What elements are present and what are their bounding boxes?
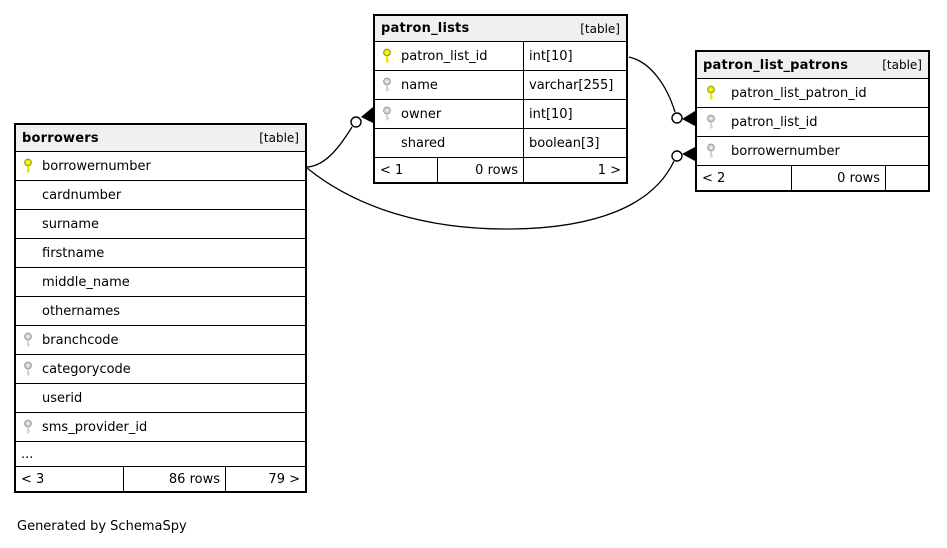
table-row: middle_name bbox=[16, 268, 305, 297]
pager-prev[interactable]: < 1 bbox=[380, 162, 404, 178]
primary-key-icon bbox=[381, 48, 393, 64]
table-row: userid bbox=[16, 384, 305, 413]
table-row: borrowernumber bbox=[697, 137, 928, 166]
index-key-icon bbox=[22, 361, 34, 377]
primary-key-icon bbox=[22, 158, 34, 174]
generated-by-note: Generated by SchemaSpy bbox=[17, 519, 187, 534]
index-key-icon bbox=[381, 106, 393, 122]
relationship-edge-patron-lists-patron-list-patrons bbox=[628, 56, 695, 126]
pager-next[interactable]: 1 > bbox=[523, 158, 626, 182]
column-name: othernames bbox=[42, 303, 121, 319]
column-type: int[10] bbox=[523, 100, 626, 128]
columns-ellipsis: ... bbox=[16, 442, 305, 467]
table-header: patron_lists [table] bbox=[375, 16, 626, 42]
column-name: sms_provider_id bbox=[42, 419, 148, 435]
table-footer: < 1 0 rows 1 > bbox=[375, 158, 626, 182]
pager-prev[interactable]: < 3 bbox=[21, 471, 45, 487]
table-row: borrowernumber bbox=[16, 152, 305, 181]
primary-key-icon bbox=[705, 85, 717, 101]
table-row: patron_list_id int[10] bbox=[375, 42, 626, 71]
column-type: int[10] bbox=[523, 42, 626, 70]
row-count: 86 rows bbox=[123, 467, 225, 491]
column-name: branchcode bbox=[42, 332, 119, 348]
table-row: cardnumber bbox=[16, 181, 305, 210]
table-row: surname bbox=[16, 210, 305, 239]
table-node-borrowers[interactable]: borrowers [table] borrowernumber cardnum… bbox=[14, 123, 307, 493]
column-name: patron_list_patron_id bbox=[731, 85, 867, 101]
table-node-patron-list-patrons[interactable]: patron_list_patrons [table] patron_list_… bbox=[695, 50, 930, 192]
index-key-icon bbox=[705, 114, 717, 130]
index-key-icon bbox=[705, 143, 717, 159]
relationship-edge-borrowers-patron-lists bbox=[306, 107, 373, 168]
column-type: boolean[3] bbox=[523, 129, 626, 157]
column-name: borrowernumber bbox=[42, 158, 151, 174]
table-row: sms_provider_id bbox=[16, 413, 305, 442]
column-name: patron_list_id bbox=[731, 114, 818, 130]
table-row: patron_list_patron_id bbox=[697, 79, 928, 108]
column-name: userid bbox=[42, 390, 83, 406]
row-count: 0 rows bbox=[437, 158, 523, 182]
column-name: cardnumber bbox=[42, 187, 122, 203]
table-row: firstname bbox=[16, 239, 305, 268]
table-footer: < 2 0 rows bbox=[697, 166, 928, 190]
column-name: borrowernumber bbox=[731, 143, 840, 159]
table-row: branchcode bbox=[16, 326, 305, 355]
table-row: shared boolean[3] bbox=[375, 129, 626, 158]
index-key-icon bbox=[22, 419, 34, 435]
table-type-badge: [table] bbox=[580, 21, 620, 36]
column-type: varchar[255] bbox=[523, 71, 626, 99]
table-row: othernames bbox=[16, 297, 305, 326]
column-name: name bbox=[401, 77, 438, 93]
column-name: owner bbox=[401, 106, 442, 122]
pager-next[interactable]: 79 > bbox=[225, 467, 305, 491]
column-name: categorycode bbox=[42, 361, 131, 377]
column-name: surname bbox=[42, 216, 99, 232]
column-name: middle_name bbox=[42, 274, 130, 290]
pager-prev[interactable]: < 2 bbox=[702, 170, 726, 186]
table-footer: < 3 86 rows 79 > bbox=[16, 467, 305, 491]
table-name[interactable]: borrowers bbox=[22, 130, 99, 146]
table-header: patron_list_patrons [table] bbox=[697, 52, 928, 79]
table-row: owner int[10] bbox=[375, 100, 626, 129]
column-name: patron_list_id bbox=[401, 48, 488, 64]
index-key-icon bbox=[381, 77, 393, 93]
table-row: patron_list_id bbox=[697, 108, 928, 137]
table-name[interactable]: patron_list_patrons bbox=[703, 57, 849, 73]
table-row: name varchar[255] bbox=[375, 71, 626, 100]
row-count: 0 rows bbox=[791, 166, 885, 190]
table-header: borrowers [table] bbox=[16, 125, 305, 152]
column-name: firstname bbox=[42, 245, 105, 261]
table-name[interactable]: patron_lists bbox=[381, 21, 470, 36]
index-key-icon bbox=[22, 332, 34, 348]
table-node-patron-lists[interactable]: patron_lists [table] patron_list_id int[… bbox=[373, 14, 628, 184]
column-name: shared bbox=[401, 135, 446, 151]
table-type-badge: [table] bbox=[882, 58, 922, 72]
pager-next bbox=[885, 166, 928, 190]
table-row: categorycode bbox=[16, 355, 305, 384]
table-type-badge: [table] bbox=[259, 131, 299, 145]
